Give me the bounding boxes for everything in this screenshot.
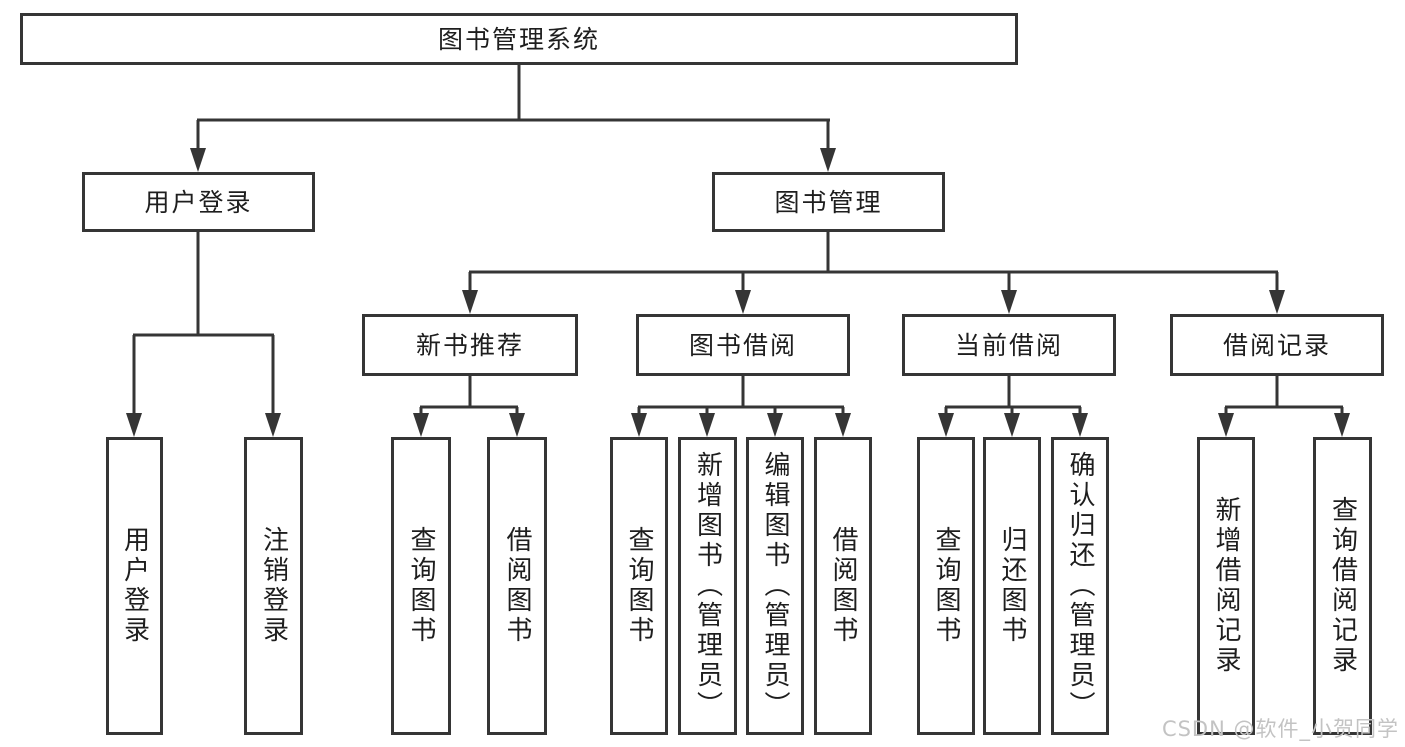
node-book-management-branch: 图书管理 — [712, 172, 945, 232]
leaf-add-books-admin-label: 新增图书（管理员） — [692, 451, 723, 721]
leaf-query-books-recommend-label: 查询图书 — [406, 526, 436, 646]
connector-path — [132, 65, 1344, 415]
leaf-return-books-label: 归还图书 — [997, 526, 1027, 646]
leaf-query-books-borrowing-label: 查询图书 — [624, 526, 654, 646]
arrowhead-icon — [126, 148, 1350, 437]
node-book-management-branch-label: 图书管理 — [774, 187, 883, 217]
leaf-logout-label: 注销登录 — [258, 526, 289, 646]
leaf-query-books-current-label: 查询图书 — [931, 526, 961, 646]
leaf-confirm-return-admin: 确认归还（管理员） — [1051, 437, 1109, 735]
leaf-add-borrow-record: 新增借阅记录 — [1197, 437, 1255, 735]
node-borrowing-records: 借阅记录 — [1170, 314, 1384, 376]
node-current-borrowing: 当前借阅 — [902, 314, 1116, 376]
node-borrowing-records-label: 借阅记录 — [1222, 330, 1331, 360]
leaf-query-books-current: 查询图书 — [917, 437, 975, 735]
watermark: CSDN @软件_小贺同学 — [1161, 717, 1399, 741]
node-new-book-recommend: 新书推荐 — [362, 314, 578, 376]
leaf-add-borrow-record-label: 新增借阅记录 — [1211, 496, 1241, 676]
leaf-borrow-books-recommend-label: 借阅图书 — [502, 526, 532, 646]
leaf-query-borrow-record: 查询借阅记录 — [1313, 437, 1372, 735]
node-current-borrowing-label: 当前借阅 — [954, 330, 1063, 360]
node-user-login-branch-label: 用户登录 — [144, 187, 253, 217]
leaf-user-login: 用户登录 — [106, 437, 163, 735]
leaf-add-books-admin: 新增图书（管理员） — [678, 437, 737, 735]
node-root-label: 图书管理系统 — [437, 24, 600, 54]
leaf-return-books: 归还图书 — [983, 437, 1041, 735]
leaf-query-books-borrowing: 查询图书 — [610, 437, 668, 735]
leaf-borrow-books-borrowing-label: 借阅图书 — [828, 526, 858, 646]
leaf-edit-books-admin-label: 编辑图书（管理员） — [760, 451, 790, 721]
leaf-edit-books-admin: 编辑图书（管理员） — [746, 437, 804, 735]
node-book-borrowing: 图书借阅 — [636, 314, 850, 376]
leaf-query-borrow-record-label: 查询借阅记录 — [1327, 496, 1358, 676]
leaf-borrow-books-borrowing: 借阅图书 — [814, 437, 872, 735]
leaf-user-login-label: 用户登录 — [119, 526, 150, 646]
leaf-confirm-return-admin-label: 确认归还（管理员） — [1065, 451, 1095, 721]
node-user-login-branch: 用户登录 — [82, 172, 315, 232]
node-root: 图书管理系统 — [20, 13, 1018, 65]
leaf-logout: 注销登录 — [244, 437, 303, 735]
node-book-borrowing-label: 图书借阅 — [688, 330, 797, 360]
leaf-query-books-recommend: 查询图书 — [391, 437, 451, 735]
node-new-book-recommend-label: 新书推荐 — [415, 330, 524, 360]
leaf-borrow-books-recommend: 借阅图书 — [487, 437, 547, 735]
